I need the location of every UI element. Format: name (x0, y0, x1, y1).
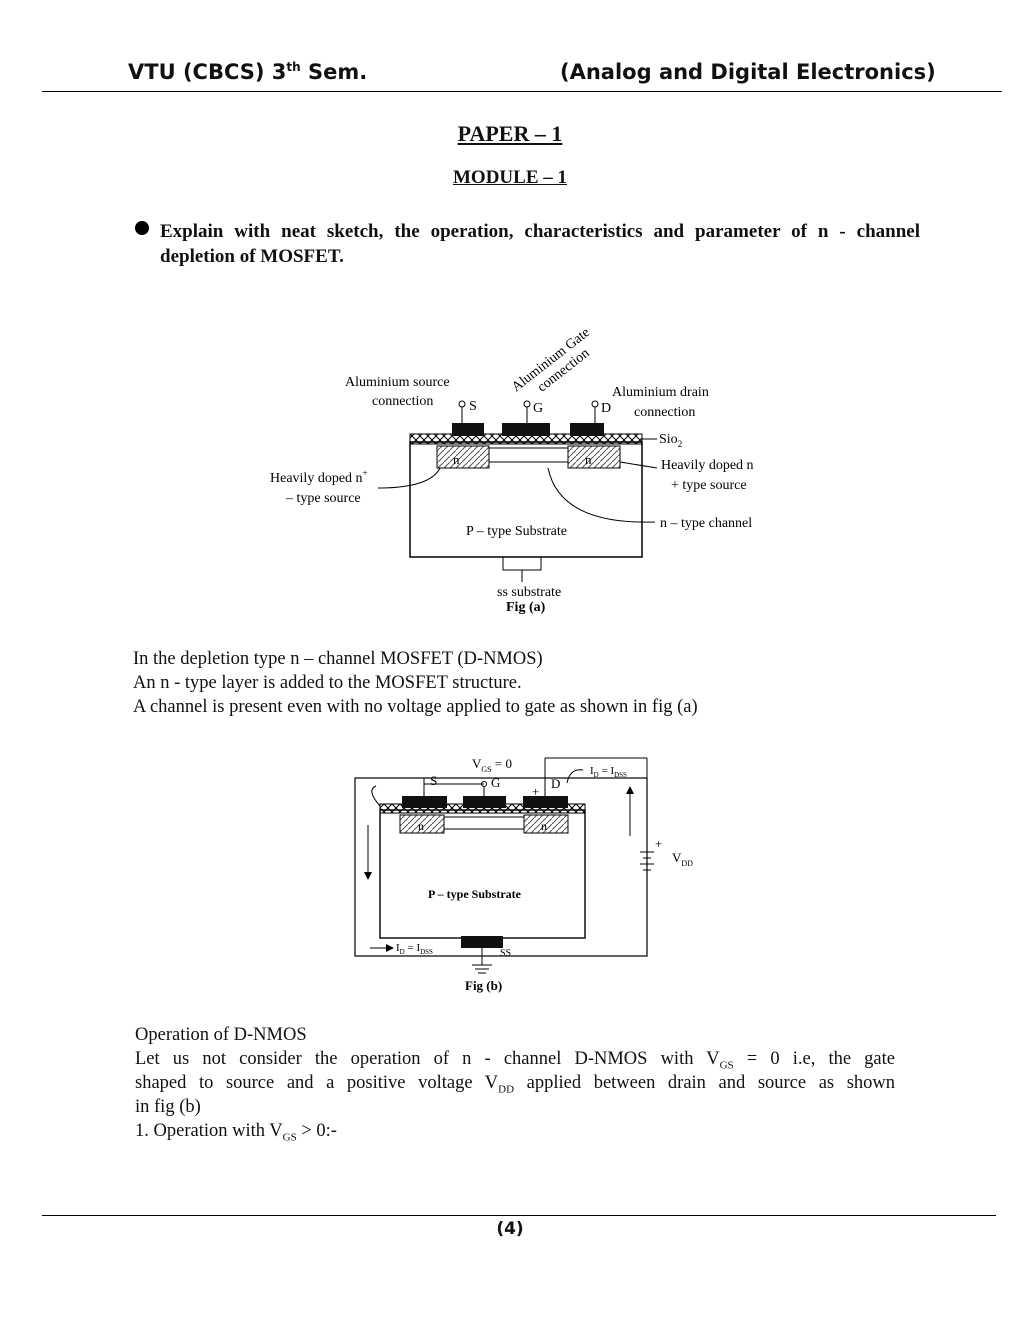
header-rule (42, 91, 1002, 92)
figure-a: n n S G D Aluminium source connection Al… (270, 325, 754, 615)
label-heavy-right-2: + type source (671, 478, 747, 493)
fig-b-n-plus-drain: n (541, 819, 547, 833)
header-course-suffix: Sem. (300, 60, 368, 84)
operation-line-1: Let us not consider the operation of n -… (135, 1049, 895, 1072)
source-contact (452, 423, 484, 436)
fig-b-id-top: ID = IDSS (590, 765, 627, 779)
fig-b-n-plus-source: n (418, 819, 424, 833)
n-plus-drain-label: n (585, 452, 592, 467)
fig-b-plus: + (532, 784, 539, 799)
label-ss: ss substrate (497, 585, 561, 600)
header-subject: (Analog and Digital Electronics) (560, 60, 936, 84)
label-source-2: connection (372, 394, 433, 409)
fig-b-id-bottom: ID = IDSS (396, 942, 433, 956)
header-course-prefix: VTU (CBCS) 3 (128, 60, 287, 84)
terminal-g: G (533, 401, 543, 416)
header-course: VTU (CBCS) 3th Sem. (128, 60, 367, 84)
terminal-d: D (601, 401, 611, 416)
label-heavy-left-2: – type source (285, 491, 361, 506)
fig-b-drain-contact (523, 796, 568, 808)
fig-b-minus: – (429, 788, 437, 803)
header-course-sup: th (286, 60, 301, 74)
fig-b-ss: SS (500, 948, 511, 959)
paper-title: PAPER – 1 (457, 121, 563, 146)
operation-line-4: 1. Operation with VGS > 0:- (135, 1121, 337, 1144)
operation-line-2: shaped to source and a positive voltage … (135, 1073, 896, 1096)
fig-b-s: S (430, 773, 437, 788)
fig-a-caption: Fig (a) (506, 600, 546, 615)
n-channel-region (488, 447, 569, 463)
label-drain-2: connection (634, 405, 695, 420)
label-drain: Aluminium drain (612, 385, 709, 400)
fig-b-vdd: VDD (672, 850, 693, 868)
fig-b-substrate-label: P – type Substrate (428, 887, 522, 901)
fig-b-gate-contact (463, 796, 506, 808)
battery-plus: + (655, 836, 662, 851)
label-sio2: Sio2 (659, 432, 682, 449)
label-substrate: P – type Substrate (466, 524, 567, 539)
n-plus-drain (567, 445, 621, 469)
question-text: Explain with neat sketch, the operation,… (160, 221, 920, 267)
circuit-loop (354, 777, 648, 957)
n-plus-source (436, 445, 490, 469)
bullet-icon (135, 221, 149, 235)
label-n-channel: n – type channel (660, 516, 752, 531)
n-plus-source-label: n (453, 452, 460, 467)
operation-line-3: in fig (b) (135, 1097, 201, 1117)
module-title: MODULE – 1 (453, 167, 567, 188)
fig-b-vgs: VGS = 0 (472, 756, 512, 774)
fig-b-g: G (491, 775, 500, 790)
terminal-s: S (469, 399, 477, 414)
fig-b-caption: Fig (b) (465, 978, 502, 993)
fig-b-source-contact (402, 796, 447, 808)
figure-b: n n + VGS = 0 S – G D + ID = IDSS VDD ID… (354, 756, 693, 993)
intro-line-3: A channel is present even with no voltag… (133, 697, 698, 717)
page-number: (4) (496, 1219, 524, 1239)
footer-rule (42, 1215, 996, 1216)
intro-line-2: An n - type layer is added to the MOSFET… (133, 673, 522, 693)
drain-contact (570, 423, 604, 436)
label-heavy-right: Heavily doped n (661, 458, 754, 473)
label-heavy-left: Heavily doped n+ (270, 468, 368, 486)
fig-b-d: D (551, 776, 560, 791)
operation-heading: Operation of D-NMOS (135, 1025, 307, 1045)
intro-line-1: In the depletion type n – channel MOSFET… (133, 649, 543, 669)
label-source: Aluminium source (345, 375, 450, 390)
gate-contact (502, 423, 550, 436)
